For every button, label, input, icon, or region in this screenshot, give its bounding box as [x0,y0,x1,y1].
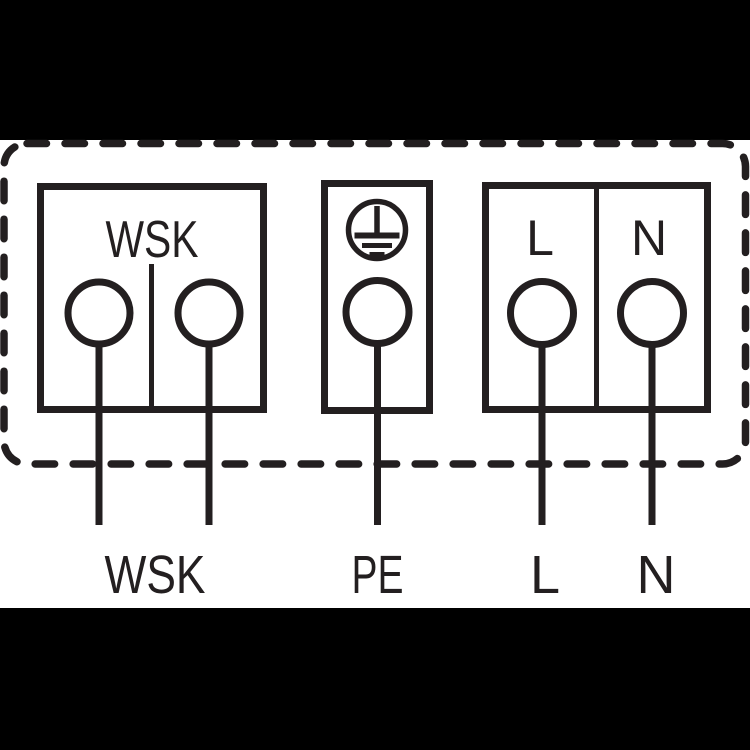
terminal-circle-neutral [617,278,687,348]
earth-ground-icon [345,198,409,262]
pe-terminal-box [321,180,433,525]
earth-icon-circle [345,198,409,262]
terminal-circle-live [507,278,577,348]
wsk-box-label: WSK [106,211,199,269]
letterbox-top [0,0,750,140]
terminal-circle-wsk-2 [174,278,244,348]
wire-label-wsk: WSK [105,545,206,605]
ln-terminal-box: L N [482,182,711,525]
wire-label-pe: PE [352,545,404,605]
letterbox-bottom [0,608,750,750]
neutral-box-label: N [631,210,667,266]
wire-labels: WSK PE L N [105,545,676,605]
wire-label-neutral: N [637,545,676,605]
wire-label-live: L [530,545,560,605]
terminal-circle-wsk-1 [64,278,134,348]
wsk-terminal-box: WSK [37,183,267,525]
terminal-circle-pe [342,277,413,347]
live-box-label: L [526,210,554,266]
